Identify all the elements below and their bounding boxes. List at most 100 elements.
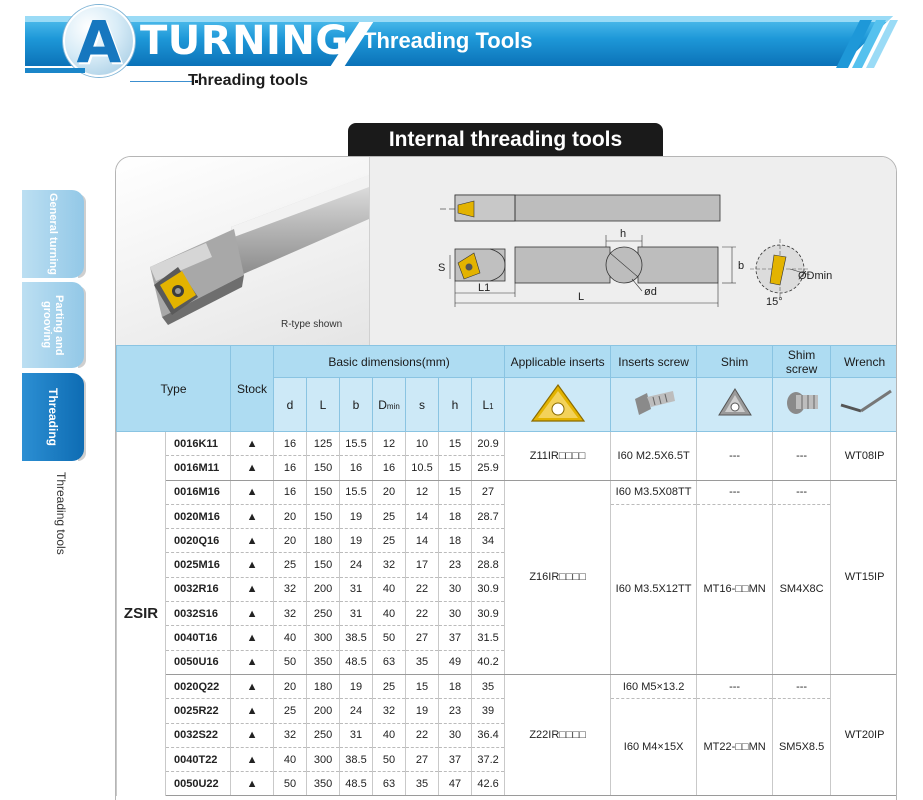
col-type: Type bbox=[116, 345, 232, 432]
cell-dmin: 40 bbox=[372, 601, 407, 627]
cell-h: 30 bbox=[438, 601, 473, 627]
insert-image-cell bbox=[504, 377, 612, 432]
cell-dmin: 32 bbox=[372, 698, 407, 724]
banner-title: TURNING bbox=[140, 18, 349, 64]
logo-letter: A bbox=[76, 8, 122, 76]
col-d: d bbox=[273, 377, 308, 432]
col-s: s bbox=[405, 377, 440, 432]
cell-dmin: 50 bbox=[372, 747, 407, 773]
torx-screw-icon bbox=[634, 391, 675, 415]
logo-badge bbox=[63, 5, 135, 77]
cell-d: 20 bbox=[273, 528, 308, 554]
cell-l1: 20.9 bbox=[471, 431, 506, 457]
tab-parting-label: Parting and grooving bbox=[41, 294, 65, 356]
cell-d: 50 bbox=[273, 650, 308, 675]
shim-16b: MT16-□□MN bbox=[696, 504, 774, 675]
shim-screw-22a: --- bbox=[772, 674, 832, 700]
cell-d: 32 bbox=[273, 577, 308, 603]
dimension-drawing: h ød S b L1 L ØDmin 15° bbox=[438, 194, 832, 308]
cell-dmin: 40 bbox=[372, 577, 407, 603]
type-code: 0020Q16 bbox=[164, 528, 232, 554]
shim-screw-icon bbox=[786, 392, 818, 414]
cell-l1: 30.9 bbox=[471, 577, 506, 603]
dim-b-label: b bbox=[738, 260, 744, 272]
section-caption: Threading tools bbox=[188, 72, 308, 89]
col-stock: Stock bbox=[230, 345, 275, 432]
tool-photo: R-type shown bbox=[116, 157, 369, 345]
stock-mark: ▲ bbox=[230, 528, 275, 554]
boring-bar-image bbox=[150, 175, 369, 325]
cell-l1: 30.9 bbox=[471, 601, 506, 627]
cell-l1: 28.7 bbox=[471, 504, 506, 530]
type-code: 0016M11 bbox=[164, 455, 232, 481]
col-basic-dimensions: Basic dimensions(mm) bbox=[273, 345, 506, 378]
cell-l1: 42.6 bbox=[471, 771, 506, 797]
cell-s: 22 bbox=[405, 577, 440, 603]
shim-screw-16b: SM4X8C bbox=[772, 504, 832, 675]
series-label: ZSIR bbox=[116, 431, 166, 796]
cell-s: 14 bbox=[405, 504, 440, 530]
cell-h: 23 bbox=[438, 698, 473, 724]
cell-s: 10 bbox=[405, 431, 440, 457]
cell-l1: 31.5 bbox=[471, 625, 506, 651]
cell-b: 31 bbox=[339, 577, 374, 603]
cell-d: 40 bbox=[273, 625, 308, 651]
cell-l: 300 bbox=[306, 625, 341, 651]
caption-dot bbox=[195, 80, 198, 83]
cell-dmin: 50 bbox=[372, 625, 407, 651]
wrench-16: WT15IP bbox=[830, 480, 896, 675]
shim-screw-22b: SM5X8.5 bbox=[772, 698, 832, 797]
cell-dmin: 16 bbox=[372, 455, 407, 481]
screw-22a: I60 M5×13.2 bbox=[610, 674, 698, 700]
screw-16a: I60 M3.5X08TT bbox=[610, 480, 698, 505]
cell-s: 17 bbox=[405, 552, 440, 578]
cell-h: 18 bbox=[438, 674, 473, 700]
dim-l-label: L bbox=[578, 291, 584, 303]
cell-dmin: 25 bbox=[372, 674, 407, 700]
type-code: 0020Q22 bbox=[164, 674, 232, 700]
dim-l1-label: L1 bbox=[478, 282, 490, 294]
cell-d: 40 bbox=[273, 747, 308, 773]
cell-h: 15 bbox=[438, 480, 473, 505]
screw-16b: I60 M3.5X12TT bbox=[610, 504, 698, 675]
cell-l1: 28.8 bbox=[471, 552, 506, 578]
dim-d-label: ød bbox=[644, 286, 657, 298]
col-dmin: Dmin bbox=[372, 377, 407, 432]
insert-z16: Z16IR□□□□ bbox=[504, 480, 612, 675]
tab-parting-grooving[interactable]: Parting and grooving bbox=[22, 282, 84, 368]
type-code: 0050U22 bbox=[164, 771, 232, 797]
banner-subtitle: Threading Tools bbox=[363, 28, 533, 53]
shim-screw-11: --- bbox=[772, 431, 832, 481]
cell-b: 15.5 bbox=[339, 480, 374, 505]
col-wrench: Wrench bbox=[830, 345, 896, 378]
cell-dmin: 40 bbox=[372, 723, 407, 748]
tab-general-turning[interactable]: General turning bbox=[22, 190, 84, 278]
shim-22a: --- bbox=[696, 674, 774, 700]
cell-l: 150 bbox=[306, 552, 341, 578]
cell-l: 150 bbox=[306, 504, 341, 530]
cell-l: 150 bbox=[306, 455, 341, 481]
cell-d: 20 bbox=[273, 674, 308, 700]
col-shim: Shim bbox=[696, 345, 774, 378]
banner-bar bbox=[25, 16, 893, 66]
side-section-label: Threading tools bbox=[54, 472, 68, 555]
cell-l1: 40.2 bbox=[471, 650, 506, 675]
stock-mark: ▲ bbox=[230, 650, 275, 675]
shim-screw-16a: --- bbox=[772, 480, 832, 505]
cell-s: 22 bbox=[405, 723, 440, 748]
cell-h: 15 bbox=[438, 431, 473, 457]
cell-l: 250 bbox=[306, 601, 341, 627]
wrench-22: WT20IP bbox=[830, 674, 896, 797]
cell-l1: 39 bbox=[471, 698, 506, 724]
cell-b: 19 bbox=[339, 528, 374, 554]
cell-l: 350 bbox=[306, 771, 341, 797]
tab-threading[interactable]: Threading bbox=[22, 373, 84, 461]
cell-d: 50 bbox=[273, 771, 308, 797]
cell-dmin: 20 bbox=[372, 480, 407, 505]
cell-b: 16 bbox=[339, 455, 374, 481]
shim-image-cell bbox=[696, 377, 774, 432]
type-code: 0032S22 bbox=[164, 723, 232, 748]
banner-stripes bbox=[836, 20, 898, 68]
cell-b: 24 bbox=[339, 698, 374, 724]
cell-dmin: 12 bbox=[372, 431, 407, 457]
